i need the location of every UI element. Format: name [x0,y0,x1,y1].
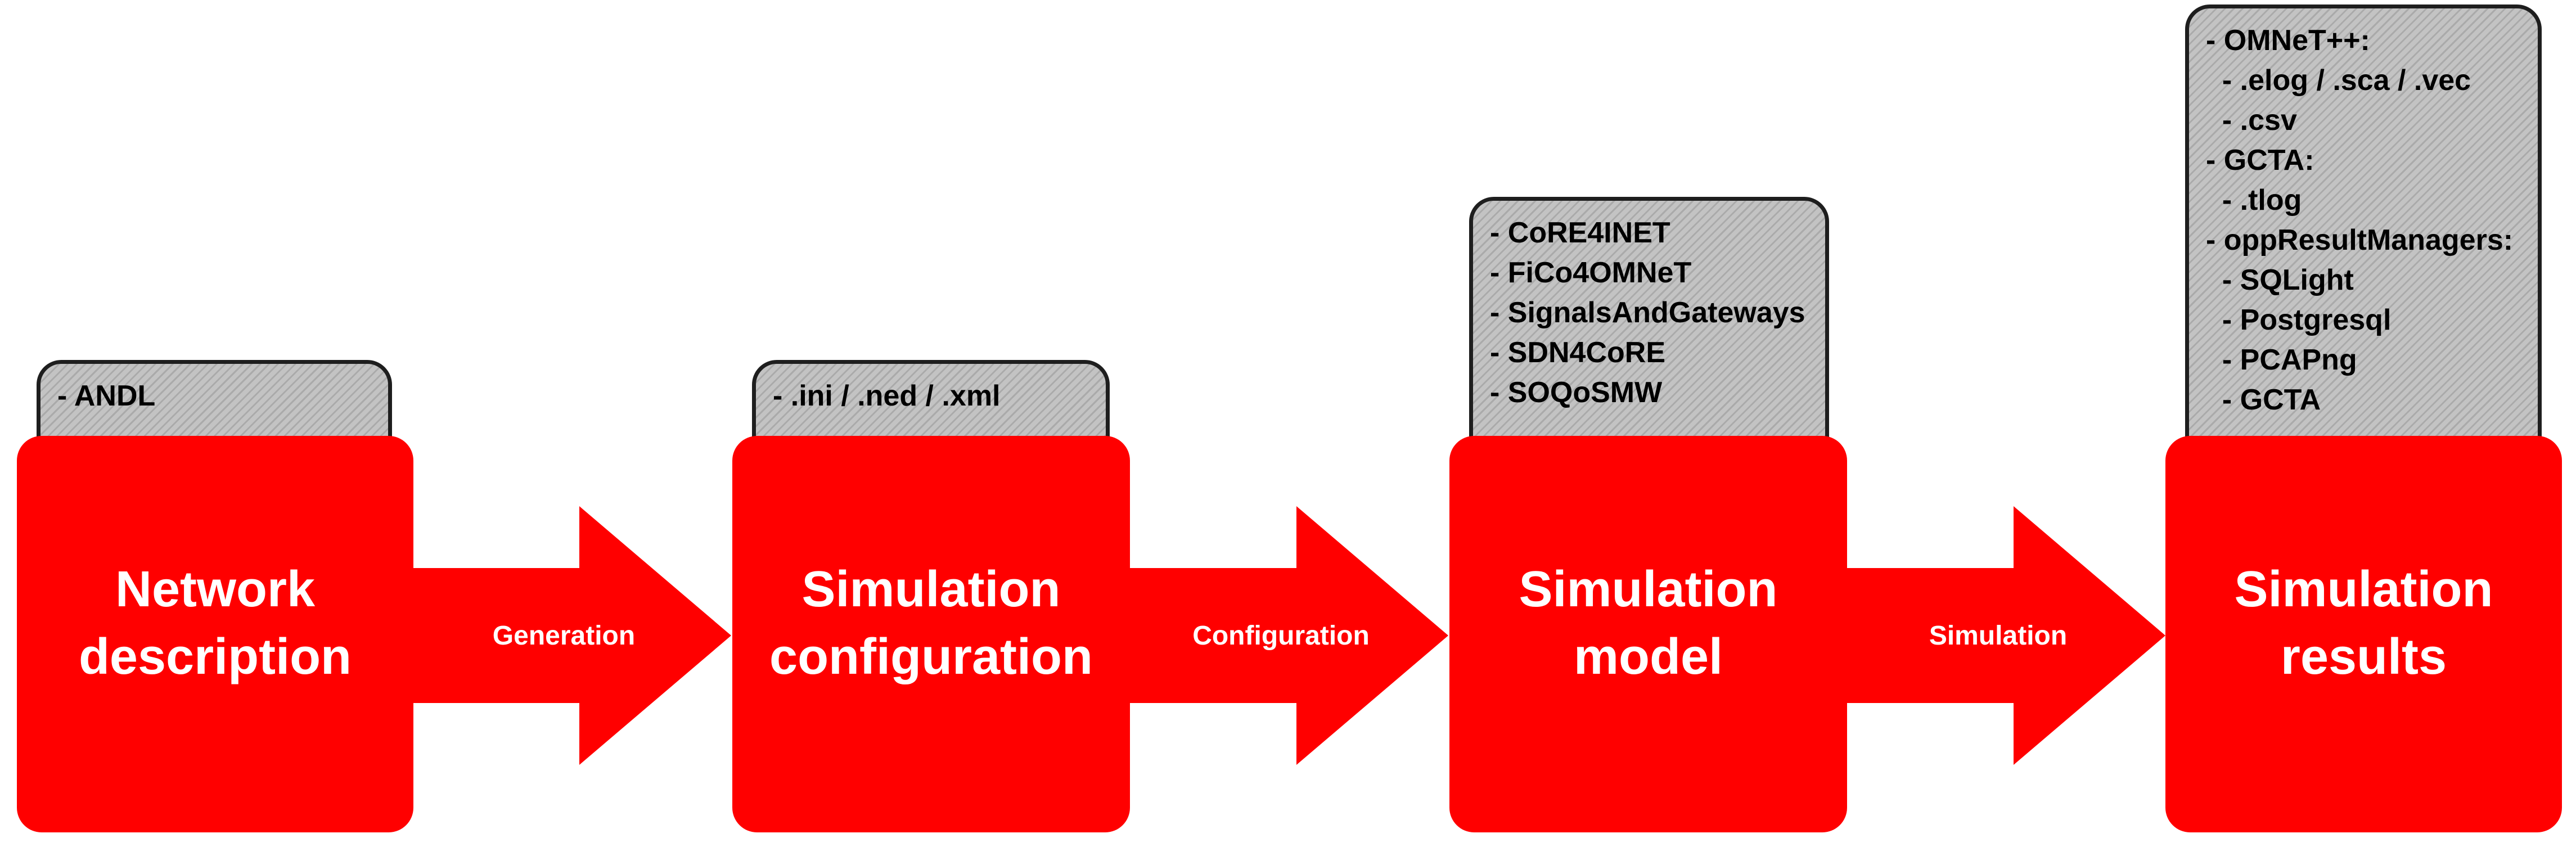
stage-title-line: Network [115,561,316,618]
stage-title-line: configuration [769,628,1093,685]
stage-simulation-model: Simulation model [1449,436,1847,832]
note-line: - .csv [2206,104,2297,137]
stage-title: Simulation configuration [769,556,1093,691]
stage-title: Simulation model [1519,556,1777,691]
arrow-shape [405,506,731,765]
arrow-label-configuration: Configuration [1192,620,1370,651]
stage-title-line: Simulation [801,561,1061,618]
stage-network-description: Network description [17,436,413,832]
arrow-label-generation: Generation [492,620,636,651]
note-line: - Postgresql [2206,304,2392,336]
note-simulation-results: - OMNeT++: - .elog / .sca / .vec - .csv … [2185,4,2542,472]
stage-title-line: Simulation [2234,561,2493,618]
note-line: - FiCo4OMNeT [1490,256,1692,289]
arrow-shape [1122,506,1448,765]
note-line: - PCAPng [2206,344,2357,376]
note-line: - ANDL [57,380,156,412]
stage-title-line: Simulation [1519,561,1778,618]
arrow-generation: Generation [405,506,731,765]
stage-title-line: model [1573,628,1723,685]
note-line: - OMNeT++: [2206,24,2370,57]
arrow-configuration: Configuration [1122,506,1448,765]
note-line: - GCTA [2206,384,2321,416]
note-simulation-model: - CoRE4INET - FiCo4OMNeT - SignalsAndGat… [1469,197,1829,472]
stage-simulation-results: Simulation results [2165,436,2562,832]
arrow-simulation: Simulation [1839,506,2165,765]
note-line: - SQLight [2206,264,2354,296]
note-line: - GCTA: [2206,144,2314,177]
note-network-description: - ANDL [37,360,392,472]
note-line: - CoRE4INET [1490,217,1670,249]
note-line: - .tlog [2206,184,2302,217]
note-line: - SOQoSMW [1490,376,1663,409]
stage-title: Simulation results [2234,556,2493,691]
arrow-shape [1839,506,2165,765]
stage-title-line: description [78,628,352,685]
stage-title: Network description [79,556,352,691]
note-line: - SignalsAndGateways [1490,296,1805,329]
arrow-label-simulation: Simulation [1929,620,2068,651]
stage-simulation-configuration: Simulation configuration [732,436,1130,832]
note-line: - SDN4CoRE [1490,336,1666,369]
note-line: - oppResultManagers: [2206,224,2514,256]
note-line: - .ini / .ned / .xml [773,380,1001,412]
note-line: - .elog / .sca / .vec [2206,64,2471,97]
stage-title-line: results [2280,628,2447,685]
